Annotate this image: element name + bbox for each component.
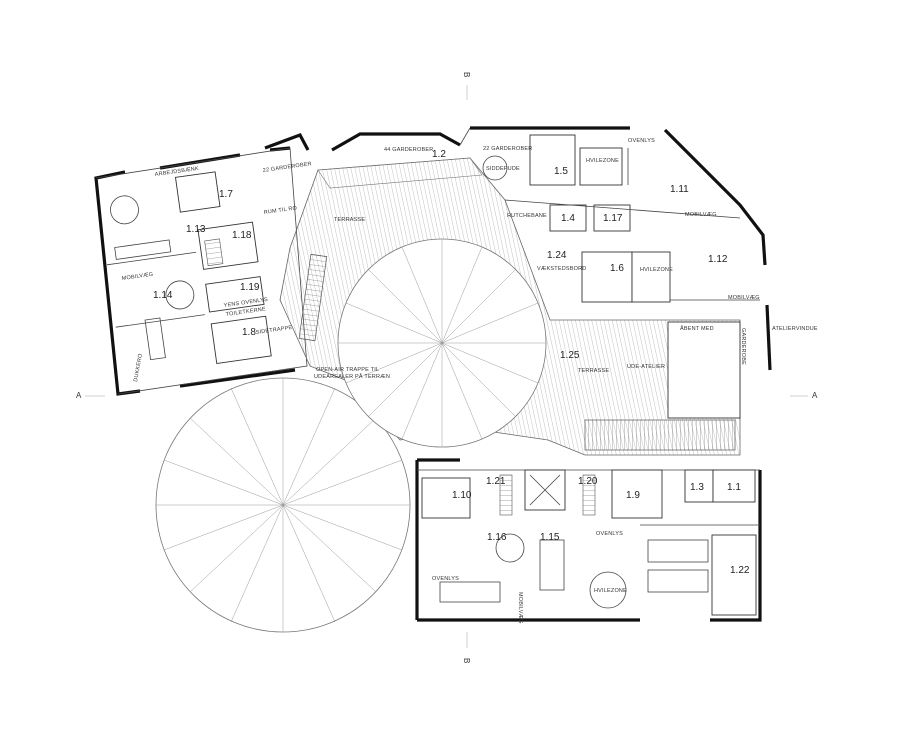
label-mobilvaeg-left: MOBILVÆG [121, 272, 153, 282]
room-1-15: 1.15 [540, 532, 560, 543]
room-1-11: 1.11 [670, 184, 689, 195]
label-hvilezone-bottom: HVILEZONE [594, 588, 627, 594]
room-1-25: 1.25 [560, 350, 580, 361]
room-1-17: 1.17 [603, 213, 623, 224]
label-toiletkerne: TOILETKERNE [225, 306, 266, 318]
bottom-block-rooms [417, 469, 760, 616]
section-mark-top: B [462, 72, 471, 77]
room-1-18-top: 1.18 [232, 230, 252, 241]
room-1-14: 1.14 [153, 290, 173, 301]
room-1-24: 1.24 [547, 250, 567, 261]
room-1-6: 1.6 [610, 263, 624, 274]
label-hvilezone-mid: HVILEZONE [640, 267, 673, 273]
label-dukkero: DUKKERO [133, 353, 144, 383]
label-rum-til-ro: RUM TIL RO [263, 205, 298, 216]
label-mobilvaeg-bottom: MOBILVÆG [517, 592, 523, 624]
label-mobilvaeg-right2: MOBILVÆG [728, 295, 760, 301]
label-abent-med: ÅBENT MED [680, 325, 714, 332]
room-numbers: 1.2 1.5 1.7 1.11 1.4 1.17 1.13 1.18 1.24… [153, 149, 750, 576]
section-mark-bottom: B [462, 658, 471, 663]
label-22-garderober-right: 22 GARDEROBER [483, 146, 532, 152]
interior-rooms-top [482, 134, 760, 419]
room-1-19: 1.19 [240, 282, 260, 293]
section-lines [85, 85, 808, 648]
room-1-12: 1.12 [708, 254, 728, 265]
label-open-air-2: UDEAREALER PÅ TERRÆN [314, 373, 390, 380]
room-1-9: 1.9 [626, 490, 640, 501]
label-44-garderober: 44 GARDEROBER [384, 147, 433, 153]
room-1-20: 1.20 [578, 476, 598, 487]
room-1-22: 1.22 [730, 565, 750, 576]
label-garderobe-vertical: GARDEROBE [740, 328, 746, 365]
room-1-5: 1.5 [554, 166, 568, 177]
room-1-16: 1.16 [487, 532, 507, 543]
tree-canopy-small [337, 238, 547, 448]
room-1-7: 1.7 [219, 189, 233, 200]
left-wing-rooms [106, 171, 272, 364]
section-mark-left: A [76, 391, 82, 400]
label-ovenlys-bottom-left: OVENLYS [432, 576, 459, 582]
room-1-4: 1.4 [561, 213, 575, 224]
room-1-10: 1.10 [452, 490, 472, 501]
room-1-8: 1.8 [242, 327, 256, 338]
room-1-21: 1.21 [486, 476, 506, 487]
label-ude-atelier: UDE-ATELIER [627, 364, 665, 370]
room-1-13: 1.13 [186, 224, 206, 235]
label-ateliervindue: ATELIERVINDUE [772, 326, 818, 332]
label-sidetrappe: SIDETRAPPE [255, 325, 292, 336]
label-rutchebane: RUTCHEBANE [507, 213, 547, 219]
section-mark-right: A [812, 391, 818, 400]
label-terrasse-mid: TERRASSE [578, 368, 609, 374]
label-terrasse-top: TERRASSE [334, 217, 365, 223]
label-vaekstedsbord: VÆKSTEDSBORD [537, 266, 586, 272]
label-hvilezone-top: HVILEZONE [586, 158, 619, 164]
room-1-3: 1.3 [690, 482, 704, 493]
room-1-1: 1.1 [727, 482, 741, 493]
label-ovenlys-top: OVENLYS [628, 138, 655, 144]
tree-canopy-large [155, 377, 411, 633]
label-mobilvaeg-right: MOBILVÆG [685, 212, 717, 218]
room-1-2: 1.2 [432, 149, 446, 160]
label-siddepude: SIDDEPUDE [486, 166, 520, 172]
label-open-air-1: OPEN-AIR TRAPPE TIL [316, 367, 379, 373]
label-ovenlys-bottom-right: OVENLYS [596, 531, 623, 537]
